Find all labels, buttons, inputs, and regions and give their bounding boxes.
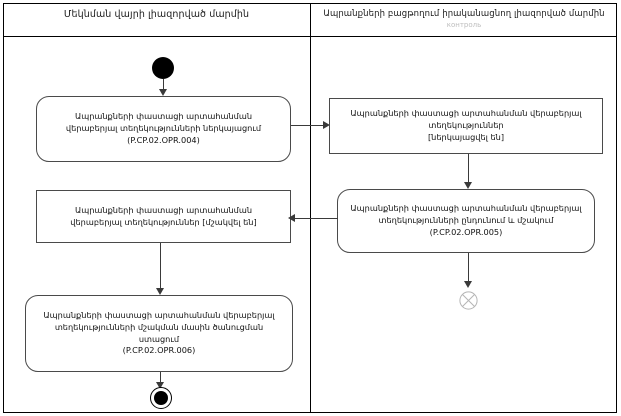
activity-node-opr005[interactable]: Ապրանքների փաստացի արտահանման վերաբերյալ… [337,189,595,253]
arrowhead-opr004-to-object-submitted [323,121,330,129]
swimlane-header-left: Մեկնման վայրի լիազորված մարմին [3,3,310,37]
object-node-processed[interactable]: Ապրանքների փաստացի արտահանման վերաբերյալ… [36,190,291,243]
edge-opr006-to-final [160,372,161,386]
swimlane-divider [310,37,311,413]
arrowhead-opr005-to-flow-final [464,281,472,288]
arrowhead-object-processed-to-opr006 [156,288,164,295]
flow-final-node [459,291,478,310]
edge-opr005-to-object-processed [290,218,338,219]
arrowhead-opr005-to-object-processed [288,214,295,222]
edge-initial-to-opr004 [163,79,164,91]
arrowhead-opr006-to-final [156,382,164,389]
arrowhead-object-submitted-to-opr005 [464,182,472,189]
swimlane-title-left: Մեկնման վայրի լիազորված մարմին [63,9,250,20]
final-node [150,387,172,409]
edge-opr005-to-flow-final [468,253,469,286]
swimlane-header-right: Ապրանքների բացթողում իրականացնող լիազորվ… [310,3,617,37]
activity-node-opr004[interactable]: Ապրանքների փաստացի արտահանման վերաբերյալ… [36,96,291,162]
flow-final-icon [459,291,478,310]
object-node-submitted[interactable]: Ապրանքների փաստացի արտահանման վերաբերյալ… [329,98,603,154]
edge-opr004-to-object-submitted [291,125,327,126]
activity-node-opr005-label: Ապրանքների փաստացի արտահանման վերաբերյալ… [350,203,582,237]
object-node-submitted-label: Ապրանքների փաստացի արտահանման վերաբերյալ… [350,108,582,142]
activity-node-opr004-label: Ապրանքների փաստացի արտահանման վերաբերյալ… [65,111,262,145]
activity-node-opr006-label: Ապրանքների փաստացի արտահանման վերաբերյալ… [43,309,275,356]
activity-node-opr006[interactable]: Ապրանքների փաստացի արտահանման վերաբերյալ… [25,295,293,372]
swimlane-subtitle-right: контроль [446,22,482,30]
arrowhead-initial-to-opr004 [159,89,167,96]
edge-object-submitted-to-opr005 [468,154,469,187]
object-node-processed-label: Ապրանքների փաստացի արտահանման վերաբերյալ… [70,204,257,227]
edge-object-processed-to-opr006 [160,243,161,291]
initial-node [152,57,174,79]
swimlane-title-right: Ապրանքների բացթողում իրականացնող լիազորվ… [323,9,605,19]
